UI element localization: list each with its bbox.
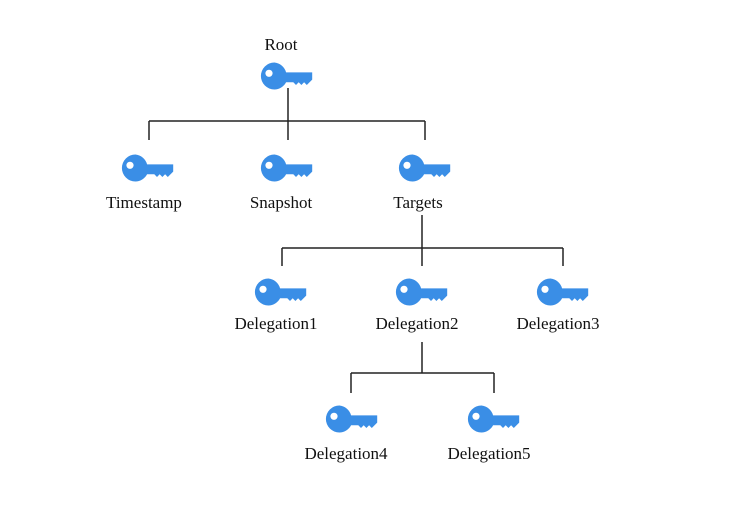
key-icon	[398, 154, 451, 182]
key-icon	[467, 405, 520, 433]
node-delegation4: Delegation4	[304, 405, 388, 463]
node-delegation2: Delegation2	[375, 278, 459, 333]
node-delegation3: Delegation3	[516, 278, 600, 333]
node-root: Root	[260, 35, 313, 90]
node-label-snapshot: Snapshot	[250, 193, 313, 212]
node-delegation5: Delegation5	[447, 405, 531, 463]
key-icon	[260, 154, 313, 182]
node-label-delegation1: Delegation1	[234, 314, 317, 333]
node-label-delegation2: Delegation2	[375, 314, 458, 333]
key-icon	[121, 154, 174, 182]
node-snapshot: Snapshot	[250, 154, 313, 212]
node-label-delegation3: Delegation3	[516, 314, 599, 333]
node-label-delegation4: Delegation4	[304, 444, 388, 463]
connectors	[148, 88, 564, 393]
key-icon	[260, 62, 313, 90]
key-icon	[536, 278, 589, 306]
key-icon	[325, 405, 378, 433]
key-icon	[254, 278, 307, 306]
node-delegation1: Delegation1	[234, 278, 318, 333]
key-icon	[395, 278, 448, 306]
node-targets: Targets	[393, 154, 451, 212]
node-label-timestamp: Timestamp	[106, 193, 182, 212]
node-label-targets: Targets	[393, 193, 442, 212]
node-timestamp: Timestamp	[106, 154, 182, 212]
node-label-root: Root	[264, 35, 297, 54]
node-label-delegation5: Delegation5	[447, 444, 530, 463]
